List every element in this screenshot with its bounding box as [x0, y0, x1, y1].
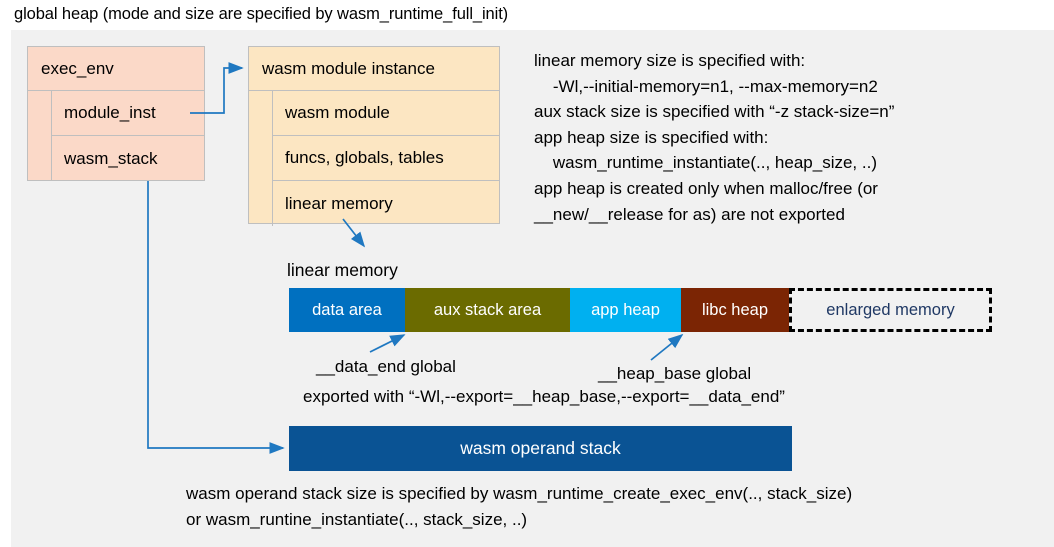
heap-base-annotation: __heap_base global — [598, 364, 752, 383]
operand-stack-notes: wasm operand stack size is specified by … — [186, 484, 853, 529]
data-end-annotation: __data_end global — [316, 357, 456, 376]
wasm-operand-stack-box: wasm operand stack — [289, 426, 792, 471]
exec-env-rows: module_inst wasm_stack — [52, 91, 204, 181]
wasm-module-instance-body: wasm module funcs, globals, tables linea… — [249, 91, 499, 226]
exec-env-field-wasm-stack: wasm_stack — [64, 148, 158, 168]
linear-memory-caption: linear memory — [287, 260, 398, 280]
page-title: global heap (mode and size are specified… — [14, 5, 509, 23]
exec-env-body: module_inst wasm_stack — [28, 91, 204, 181]
exec-env-field-module-inst: module_inst — [52, 91, 204, 136]
exec-env-header: exec_env — [28, 47, 204, 91]
exec-env-gutter — [28, 91, 52, 181]
wasm-module-instance-box: wasm module instance wasm module funcs, … — [248, 46, 500, 226]
wasm-module-instance-header: wasm module instance — [249, 47, 499, 91]
wasm-module-instance-field-funcs-globals-tables: funcs, globals, tables — [273, 136, 499, 181]
wasm-module-instance-gutter — [249, 91, 273, 226]
memory-configuration-notes: linear memory size is specified with: -W… — [534, 51, 895, 224]
export-flags-annotation: exported with “-Wl,--export=__heap_base,… — [303, 387, 785, 406]
memory-segment-data-area: data area — [289, 288, 405, 332]
wasm-module-instance-field-linear-memory: linear memory — [285, 193, 393, 213]
memory-segment-enlarged-memory: enlarged memory — [789, 288, 992, 332]
wasm-module-instance-rows: wasm module funcs, globals, tables linea… — [273, 91, 499, 226]
wasm-module-instance-field-wasm-module: wasm module — [273, 91, 499, 136]
memory-segment-libc-heap: libc heap — [681, 288, 789, 332]
memory-segment-aux-stack-area: aux stack area — [405, 288, 570, 332]
exec-env-box: exec_env module_inst wasm_stack — [27, 46, 205, 181]
memory-segment-app-heap: app heap — [570, 288, 681, 332]
